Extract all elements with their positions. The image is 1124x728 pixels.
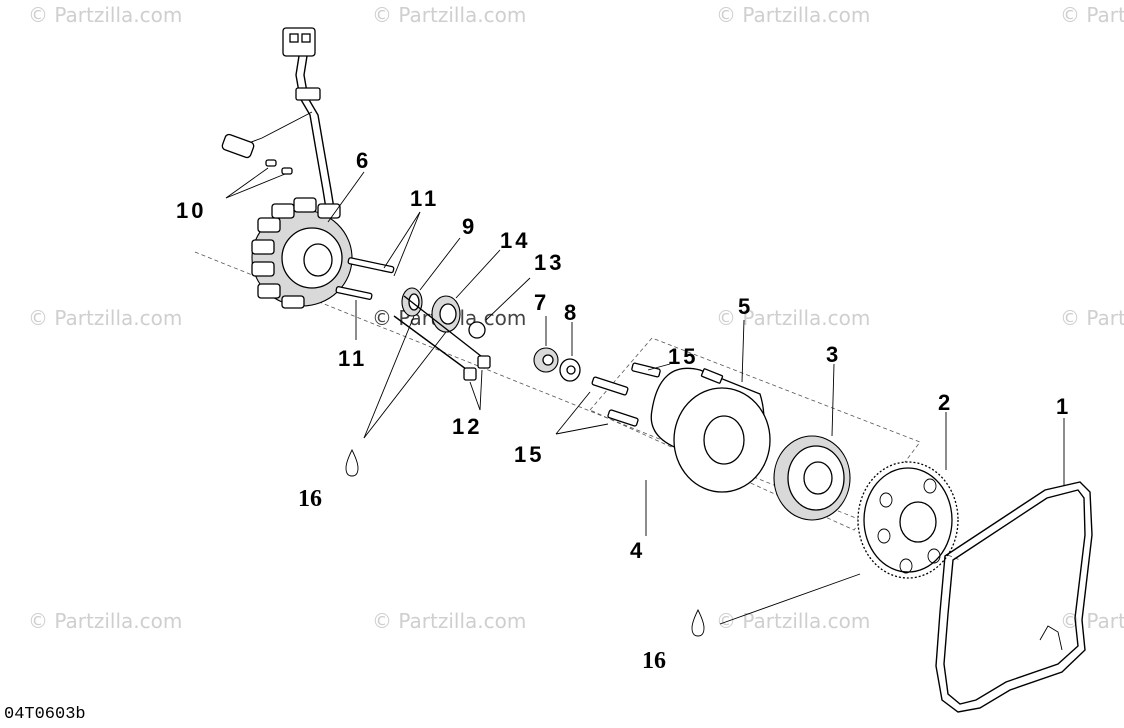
callout-10[interactable]: 10: [176, 198, 206, 223]
o-ring-part[interactable]: [468, 321, 486, 339]
stator-bolt-part[interactable]: [335, 257, 395, 300]
callout-12[interactable]: 12: [452, 414, 482, 439]
watermark: © Partzilla.com: [372, 609, 526, 633]
callout-3[interactable]: 3: [826, 342, 841, 367]
washer-part[interactable]: [559, 358, 581, 382]
watermark: © Partzilla.com: [1060, 3, 1124, 27]
starter-gear-part[interactable]: [857, 461, 959, 579]
callout-14[interactable]: 14: [500, 228, 530, 253]
callout-6[interactable]: 6: [356, 148, 371, 173]
starter-clutch-part[interactable]: [773, 435, 851, 521]
flywheel-rotor-part[interactable]: [650, 367, 771, 493]
callout-13[interactable]: 13: [534, 250, 564, 275]
callout-1[interactable]: 1: [1056, 394, 1071, 419]
watermark: © Partzilla.com: [28, 3, 182, 27]
callout-15[interactable]: 15: [668, 344, 698, 369]
cover-gasket-part[interactable]: [935, 481, 1093, 713]
watermark: © Partzilla.com: [716, 3, 870, 27]
callout-7[interactable]: 7: [534, 290, 549, 315]
watermark: © Partzilla.com: [28, 609, 182, 633]
watermark: © Partzilla.com: [1060, 609, 1124, 633]
callout-8[interactable]: 8: [564, 300, 579, 325]
callout-9[interactable]: 9: [462, 214, 477, 239]
watermark: © Partzilla.com: [716, 306, 870, 330]
diagram-code: 04T0603b: [4, 705, 86, 724]
callout-11[interactable]: 11: [410, 186, 439, 211]
callout-labels: 1 2 3 4 5 6 7 8 9 10 11 11 12 13 14 15 1…: [176, 148, 1071, 674]
callout-16[interactable]: 16: [298, 486, 322, 512]
callout-11[interactable]: 11: [338, 346, 367, 371]
nut-part[interactable]: [533, 347, 559, 373]
watermark: © Partzilla.com: [372, 3, 526, 27]
leader-lines: [225, 167, 1065, 625]
callout-4[interactable]: 4: [630, 538, 645, 563]
callout-2[interactable]: 2: [938, 390, 953, 415]
watermark: © Partzilla.com: [716, 609, 870, 633]
watermark: © Partzilla.com: [1060, 306, 1124, 330]
callout-15[interactable]: 15: [514, 442, 544, 467]
flywheel-assembly-outline: [589, 337, 921, 531]
watermark-layer: © Partzilla.com © Partzilla.com © Partzi…: [28, 3, 1124, 633]
callout-5[interactable]: 5: [738, 294, 753, 319]
grease-drop-icon: [345, 448, 359, 477]
flywheel-bolt-part[interactable]: [591, 362, 661, 427]
watermark: © Partzilla.com: [28, 306, 182, 330]
stator-part[interactable]: [221, 27, 353, 309]
grease-drop-icon: [691, 608, 705, 637]
bearing-part[interactable]: [431, 295, 461, 333]
dowel-pin-part[interactable]: [393, 295, 491, 381]
callout-16[interactable]: 16: [642, 648, 666, 674]
